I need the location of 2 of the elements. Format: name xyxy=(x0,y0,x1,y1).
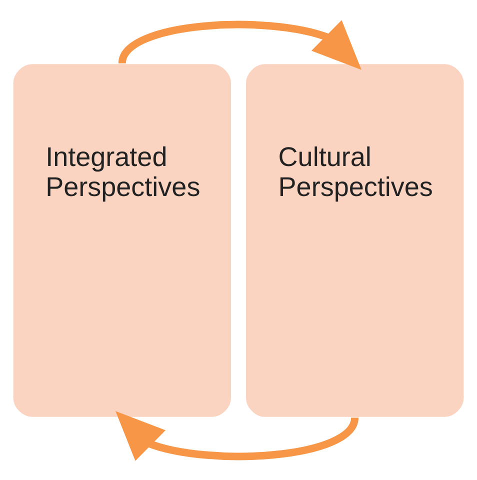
node-box: Cultural Perspectives xyxy=(246,64,464,416)
node-box: Integrated Perspectives xyxy=(13,64,231,416)
